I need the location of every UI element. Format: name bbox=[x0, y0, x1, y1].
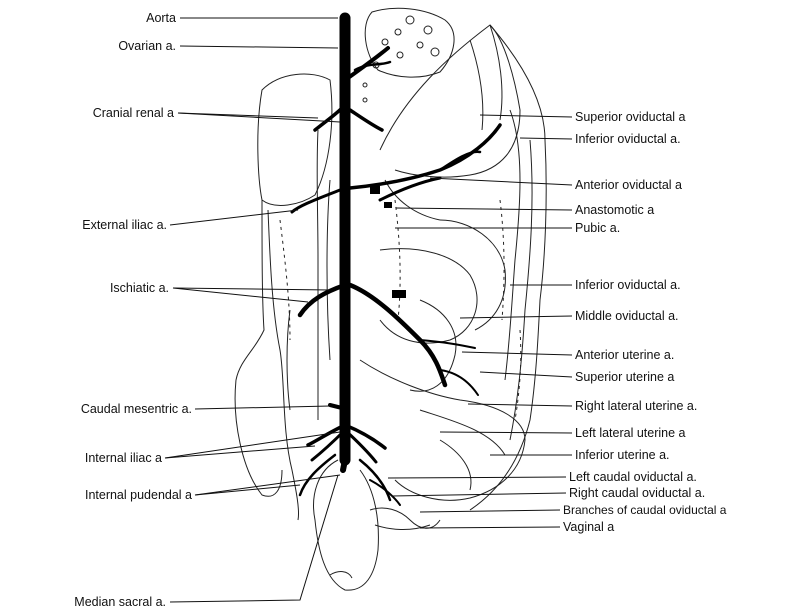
label-caudal-mesentric-artery: Caudal mesentric a. bbox=[10, 402, 192, 416]
median-sacral-artery-vessel bbox=[343, 460, 345, 470]
label-cranial-renal-artery: Cranial renal a bbox=[50, 106, 174, 120]
label-inferior-oviductal-artery-top: Inferior oviductal a. bbox=[575, 132, 681, 146]
left-kidney-outline bbox=[258, 74, 332, 205]
internal-pudendal-artery-vessel bbox=[300, 455, 335, 495]
anastomotic-stub bbox=[370, 186, 380, 194]
cranial-renal-artery-vessel bbox=[315, 108, 342, 130]
label-middle-oviductal-artery: Middle oviductal a. bbox=[575, 309, 679, 323]
label-pubic-artery: Pubic a. bbox=[575, 221, 620, 235]
label-superior-uterine-artery: Superior uterine a bbox=[575, 370, 674, 384]
label-anterior-uterine-artery: Anterior uterine a. bbox=[575, 348, 674, 362]
right-body-wall bbox=[470, 25, 546, 510]
infundibulum-outline bbox=[380, 25, 520, 177]
label-right-caudal-oviductal-artery: Right caudal oviductal a. bbox=[569, 486, 705, 500]
label-vaginal-artery: Vaginal a bbox=[563, 520, 614, 534]
label-anastomotic-artery: Anastomotic a bbox=[575, 203, 654, 217]
superior-oviductal-artery-vessel bbox=[350, 125, 500, 188]
label-internal-pudendal-artery: Internal pudendal a bbox=[10, 488, 192, 502]
label-right-lateral-uterine-artery: Right lateral uterine a. bbox=[575, 399, 697, 413]
label-external-iliac-artery: External iliac a. bbox=[40, 218, 167, 232]
label-superior-oviductal-artery: Superior oviductal a bbox=[575, 110, 685, 124]
label-left-lateral-uterine-artery: Left lateral uterine a bbox=[575, 426, 686, 440]
label-anterior-oviductal-artery: Anterior oviductal a bbox=[575, 178, 682, 192]
label-inferior-uterine-artery: Inferior uterine a. bbox=[575, 448, 670, 462]
label-branches-caudal-oviductal-artery: Branches of caudal oviductal a bbox=[563, 503, 726, 517]
label-ovarian-artery: Ovarian a. bbox=[96, 39, 176, 53]
label-aorta: Aorta bbox=[120, 11, 176, 25]
label-left-caudal-oviductal-artery: Left caudal oviductal a. bbox=[569, 470, 697, 484]
label-internal-iliac-artery: Internal iliac a bbox=[30, 451, 162, 465]
label-inferior-oviductal-artery: Inferior oviductal a. bbox=[575, 278, 681, 292]
label-ischiatic-artery: Ischiatic a. bbox=[78, 281, 169, 295]
